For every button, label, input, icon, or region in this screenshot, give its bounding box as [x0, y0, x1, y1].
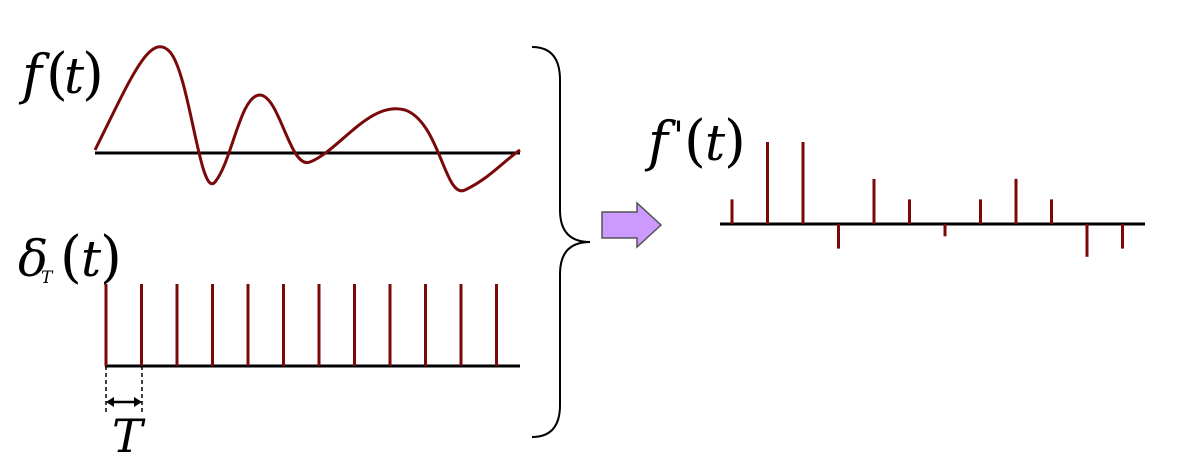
open-paren: (: [684, 109, 706, 174]
impulse-train: [104, 284, 498, 366]
delta-symbol: δ: [18, 230, 48, 288]
prime-symbol: ': [673, 114, 684, 160]
f-of-t-label: f ( t ): [18, 42, 104, 107]
delta-t-of-t-label: δ T ( t ): [18, 225, 122, 290]
period-indicator: T: [105, 366, 146, 463]
delta-subscript: T: [41, 268, 54, 288]
right-arrow-icon: [601, 201, 663, 249]
open-paren: (: [46, 42, 68, 107]
period-arrow-right-head: [134, 397, 142, 407]
close-paren: ): [724, 109, 746, 174]
f-symbol: f: [644, 110, 676, 173]
f-prime-of-t-label: f ' ( t ): [644, 109, 746, 174]
close-paren: ): [82, 42, 104, 107]
t-symbol: t: [81, 230, 102, 288]
curly-brace: [531, 46, 591, 438]
signal-curve: [93, 45, 521, 193]
period-label: T: [112, 409, 146, 463]
close-paren: ): [100, 225, 122, 290]
t-symbol: t: [64, 47, 85, 105]
period-arrow-left-head: [106, 397, 114, 407]
sampled-signal: [730, 142, 1124, 257]
t-symbol: t: [705, 114, 726, 172]
open-paren: (: [60, 225, 82, 290]
